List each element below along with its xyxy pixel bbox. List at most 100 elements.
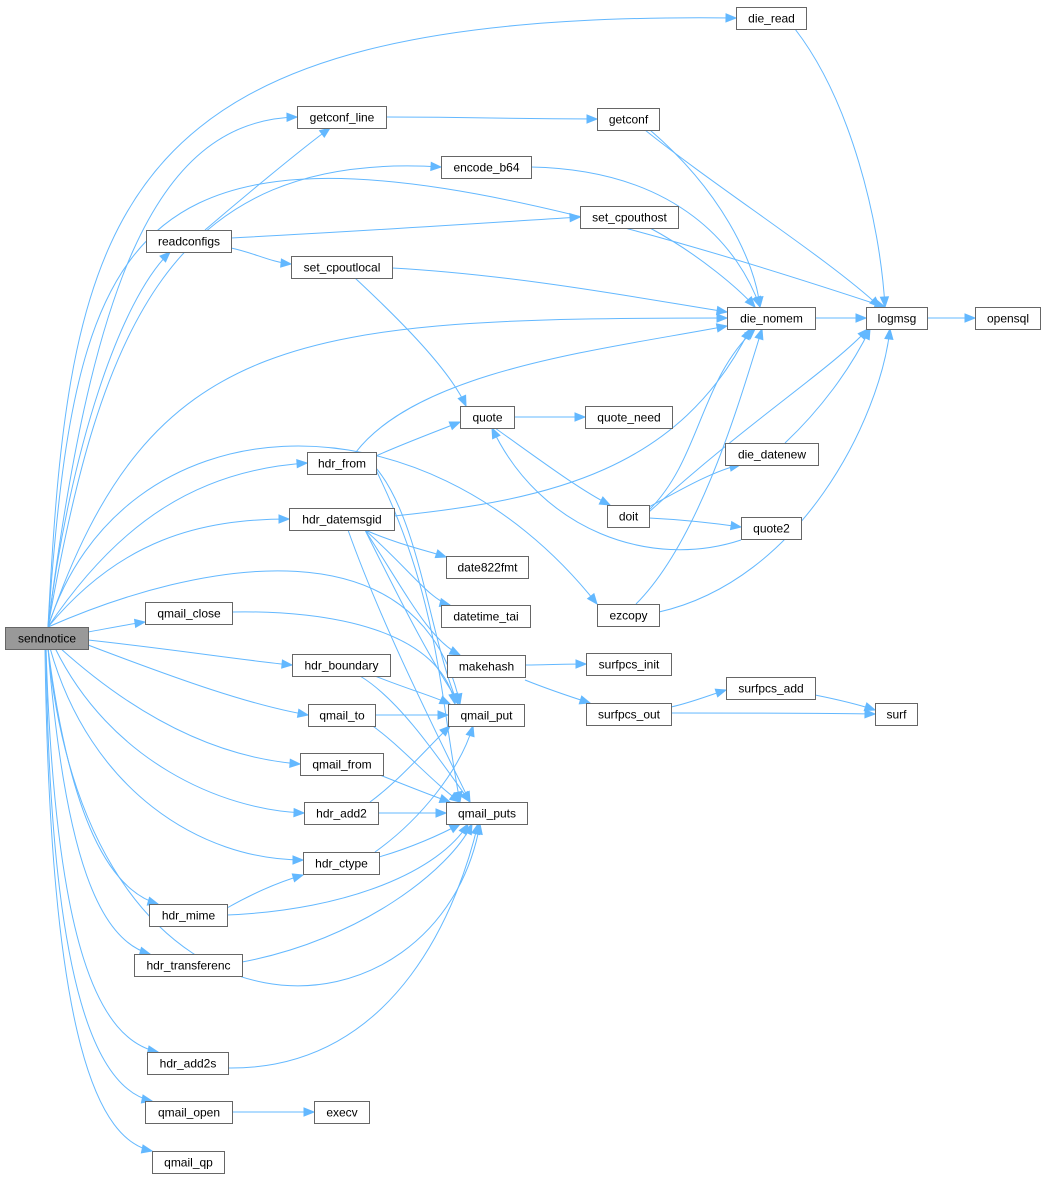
node-label: surfpcs_out <box>598 708 661 722</box>
node-logmsg[interactable]: logmsg <box>866 307 928 330</box>
edge-qmail_close-to-qmail_put <box>231 611 458 706</box>
node-date822fmt[interactable]: date822fmt <box>446 556 529 579</box>
node-quote2[interactable]: quote2 <box>741 517 802 540</box>
node-label: ezcopy <box>609 609 647 623</box>
node-opensql[interactable]: opensql <box>975 307 1041 330</box>
node-qmail_open[interactable]: qmail_open <box>145 1101 233 1124</box>
node-hdr_ctype[interactable]: hdr_ctype <box>303 852 380 875</box>
node-readconfigs[interactable]: readconfigs <box>146 230 232 253</box>
node-box[interactable] <box>149 904 228 927</box>
node-box[interactable] <box>308 704 376 727</box>
node-box[interactable] <box>607 505 650 528</box>
edge-sendnotice-to-qmail_puts <box>47 647 483 987</box>
node-box[interactable] <box>147 1052 229 1075</box>
node-box[interactable] <box>727 307 816 330</box>
node-label: getconf_line <box>310 111 375 125</box>
node-box[interactable] <box>145 1101 233 1124</box>
node-hdr_add2s[interactable]: hdr_add2s <box>147 1052 229 1075</box>
edge-sendnotice-to-readconfigs <box>47 251 171 628</box>
node-hdr_from[interactable]: hdr_from <box>307 452 377 475</box>
node-box[interactable] <box>725 443 819 466</box>
node-box[interactable] <box>145 602 233 625</box>
node-surfpcs_out[interactable]: surfpcs_out <box>586 703 672 726</box>
node-box[interactable] <box>585 406 673 429</box>
node-die_nomem[interactable]: die_nomem <box>727 307 816 330</box>
node-box[interactable] <box>448 704 525 727</box>
node-box[interactable] <box>447 655 526 678</box>
node-getconf_line[interactable]: getconf_line <box>297 106 387 129</box>
node-box[interactable] <box>460 406 515 429</box>
node-box[interactable] <box>304 802 379 825</box>
node-qmail_puts[interactable]: qmail_puts <box>446 802 528 825</box>
node-hdr_mime[interactable]: hdr_mime <box>149 904 228 927</box>
node-set_cpouthost[interactable]: set_cpouthost <box>580 206 679 229</box>
node-set_cpoutlocal[interactable]: set_cpoutlocal <box>291 256 393 279</box>
node-qmail_to[interactable]: qmail_to <box>308 704 376 727</box>
node-box[interactable] <box>866 307 928 330</box>
node-hdr_add2[interactable]: hdr_add2 <box>304 802 379 825</box>
node-box[interactable] <box>134 954 243 977</box>
node-doit[interactable]: doit <box>607 505 650 528</box>
node-sendnotice[interactable]: sendnotice <box>5 627 89 650</box>
node-box[interactable] <box>303 852 380 875</box>
node-box[interactable] <box>586 703 672 726</box>
node-quote_need[interactable]: quote_need <box>585 406 673 429</box>
node-box[interactable] <box>441 605 531 628</box>
node-hdr_datemsgid[interactable]: hdr_datemsgid <box>289 508 395 531</box>
node-box[interactable] <box>446 802 528 825</box>
node-box[interactable] <box>297 106 387 129</box>
node-box[interactable] <box>597 108 660 131</box>
arrowhead <box>575 659 588 669</box>
node-box[interactable] <box>307 452 377 475</box>
node-box[interactable] <box>446 556 529 579</box>
call-graph-nodes: sendnotice die_read getconf_line getconf enc… <box>5 7 1041 1174</box>
node-hdr_boundary[interactable]: hdr_boundary <box>292 654 391 677</box>
node-encode_b64[interactable]: encode_b64 <box>441 156 532 179</box>
arrowhead <box>318 127 332 139</box>
node-box[interactable] <box>289 508 395 531</box>
node-label: set_cpoutlocal <box>304 261 381 275</box>
node-qmail_from[interactable]: qmail_from <box>300 753 384 776</box>
node-die_datenew[interactable]: die_datenew <box>725 443 819 466</box>
node-hdr_transferenc[interactable]: hdr_transferenc <box>134 954 243 977</box>
node-quote[interactable]: quote <box>460 406 515 429</box>
node-datetime_tai[interactable]: datetime_tai <box>441 605 531 628</box>
node-box[interactable] <box>314 1101 370 1124</box>
node-box[interactable] <box>875 703 918 726</box>
node-box[interactable] <box>441 156 532 179</box>
node-die_read[interactable]: die_read <box>736 7 807 30</box>
arrowhead <box>437 710 450 720</box>
node-getconf[interactable]: getconf <box>597 108 660 131</box>
node-qmail_put[interactable]: qmail_put <box>448 704 525 727</box>
node-label: qmail_close <box>157 607 221 621</box>
node-box[interactable] <box>300 753 384 776</box>
node-box[interactable] <box>5 627 89 650</box>
node-box[interactable] <box>597 604 660 627</box>
arrowhead <box>291 873 305 883</box>
node-makehash[interactable]: makehash <box>447 655 526 678</box>
node-box[interactable] <box>975 307 1041 330</box>
edge-getconf-to-logmsg <box>644 129 881 308</box>
node-box[interactable] <box>736 7 807 30</box>
node-execv[interactable]: execv <box>314 1101 370 1124</box>
edge-hdr_from-to-die_nomem <box>355 323 729 453</box>
arrowhead <box>448 791 462 803</box>
edge-readconfigs-to-getconf_line <box>204 127 332 231</box>
node-box[interactable] <box>146 230 232 253</box>
node-box[interactable] <box>586 653 672 676</box>
edge-sendnotice-to-ezcopy <box>47 445 598 628</box>
node-box[interactable] <box>152 1151 225 1174</box>
node-box[interactable] <box>292 654 391 677</box>
node-label: hdr_add2s <box>160 1057 217 1071</box>
node-surf[interactable]: surf <box>875 703 918 726</box>
node-box[interactable] <box>741 517 802 540</box>
node-qmail_qp[interactable]: qmail_qp <box>152 1151 225 1174</box>
node-surfpcs_add[interactable]: surfpcs_add <box>726 677 816 700</box>
node-box[interactable] <box>291 256 393 279</box>
node-ezcopy[interactable]: ezcopy <box>597 604 660 627</box>
node-qmail_close[interactable]: qmail_close <box>145 602 233 625</box>
node-box[interactable] <box>726 677 816 700</box>
node-surfpcs_init[interactable]: surfpcs_init <box>586 653 672 676</box>
arrowhead <box>598 496 612 506</box>
node-box[interactable] <box>580 206 679 229</box>
